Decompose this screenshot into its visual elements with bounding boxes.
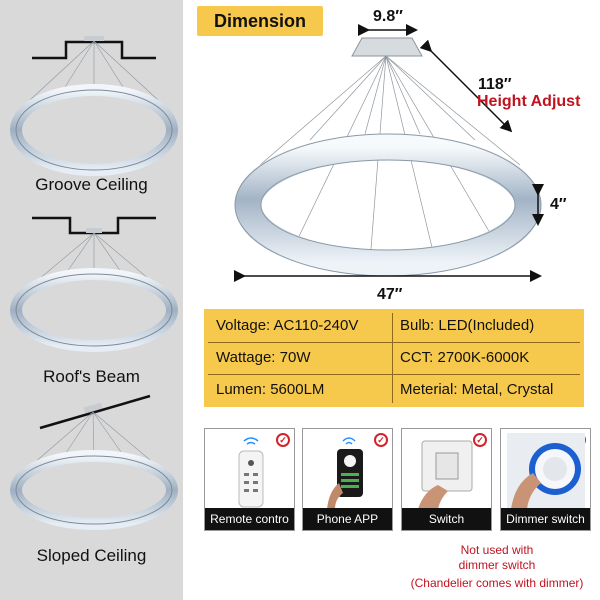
spec-bulb: Bulb: LED(Included) — [400, 317, 535, 334]
dimmer-note-line-3: (Chandelier comes with dimmer) — [410, 576, 584, 590]
mount-illustrations — [10, 36, 178, 530]
control-label-remote: Remote contro — [205, 508, 294, 530]
control-card-remote: ✓ Remote contro — [204, 428, 295, 531]
ring-illustration-1 — [10, 84, 178, 176]
remote-icon — [238, 437, 264, 508]
control-label-dimmer-switch: Dimmer switch — [501, 508, 590, 530]
control-card-dimmer-switch: ✕ Dimmer switch — [500, 428, 591, 531]
spec-voltage: Voltage: AC110-240V — [216, 317, 359, 334]
check-icon: ✓ — [276, 433, 290, 447]
spec-wattage: Wattage: 70W — [216, 349, 311, 366]
phone-app-icon — [327, 437, 363, 509]
mount-label-sloped: Sloped Ceiling — [36, 546, 147, 565]
dimension-badge: Dimension — [197, 6, 323, 36]
check-icon: ✓ — [473, 433, 487, 447]
ring-diameter-label: 47″ — [377, 286, 403, 303]
control-card-switch: ✓ Switch — [401, 428, 492, 531]
check-icon: ✓ — [374, 433, 388, 447]
wall-switch-icon — [418, 440, 473, 509]
spec-cct: CCT: 2700K-6000K — [400, 349, 530, 366]
spec-material: Meterial: Metal, Crystal — [400, 381, 554, 398]
spec-lumen: Lumen: 5600LM — [216, 381, 325, 398]
dimmer-note-line-1: Not used with — [460, 543, 534, 557]
ring-thickness-label: 4″ — [550, 196, 567, 213]
control-card-phone-app: ✓ Phone APP — [302, 428, 393, 531]
dimmer-switch-icon — [507, 433, 585, 509]
canopy-width-label: 9.8″ — [373, 8, 403, 25]
spec-table: Voltage: AC110-240V Wattage: 70W Lumen: … — [204, 309, 584, 407]
mount-label-groove: Groove Ceiling — [35, 175, 148, 194]
mount-label-beam: Roof's Beam — [43, 367, 140, 386]
control-label-switch: Switch — [402, 508, 491, 530]
dimmer-note-line-2: dimmer switch — [458, 558, 536, 572]
mount-types-panel: Groove Ceiling Roof's Beam Sloped Ceilin… — [0, 0, 183, 600]
chandelier-ring — [235, 134, 541, 276]
canopy — [351, 37, 423, 57]
height-length-label: 118″ — [478, 76, 512, 93]
height-adjust-label: Height Adjust — [477, 93, 581, 110]
control-label-phone-app: Phone APP — [303, 508, 392, 530]
chandelier-diagram — [234, 24, 544, 282]
